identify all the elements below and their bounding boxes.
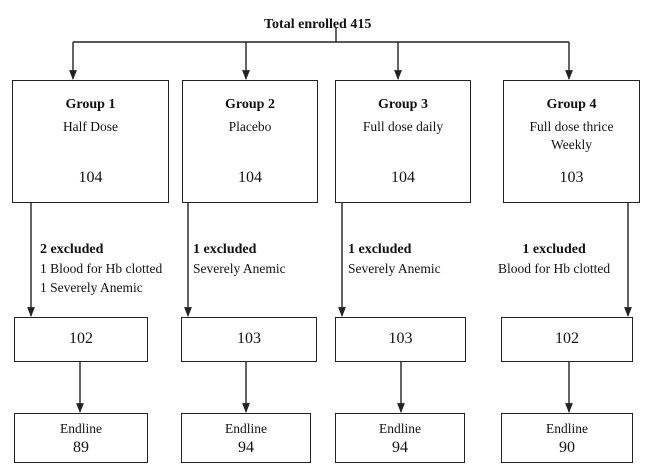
group-2-endline-value: 94 <box>238 439 254 456</box>
group-1-after-exclusion-count: 102 <box>69 330 93 347</box>
group-1-after-exclusion-box: 102 <box>14 317 148 362</box>
total-enrolled-title: Total enrolled 415 <box>264 17 372 32</box>
group-2-endline-label: Endline <box>225 421 267 436</box>
group-4-count: 103 <box>559 169 584 186</box>
group-1-exclusion-note: 2 excluded 1 Blood for Hb clotted 1 Seve… <box>40 240 162 297</box>
group-1-description-line: Half Dose <box>62 119 119 134</box>
group-4-endline-value: 90 <box>559 439 575 456</box>
group-2-after-exclusion-box: 103 <box>181 317 317 362</box>
group-4-after-exclusion-count: 102 <box>555 330 579 347</box>
group-3-after-exclusion-count: 103 <box>388 330 413 347</box>
group-1-name: Group 1 <box>65 97 116 112</box>
group-1-endline-label: Endline <box>60 421 102 436</box>
group-1-endline-box: Endline 89 <box>14 413 148 463</box>
group-1-box: Group 1 Half Dose 104 <box>12 80 169 203</box>
group-3-exclusion-reason-1: Severely Anemic <box>348 261 441 276</box>
group-4-description-line-2: Weekly <box>551 137 592 152</box>
group-2-exclusion-heading: 1 excluded <box>193 242 257 257</box>
group-1-description: Half Dose <box>13 118 168 136</box>
group-3-endline-value: 94 <box>392 439 408 456</box>
group-1-exclusion-reason-2: 1 Severely Anemic <box>40 280 143 295</box>
group-4-after-exclusion-box: 102 <box>501 317 633 362</box>
group-4-box: Group 4 Full dose thrice Weekly 103 <box>503 80 640 203</box>
group-3-description: Full dose daily <box>336 118 470 136</box>
group-2-box: Group 2 Placebo 104 <box>182 80 318 203</box>
group-3-description-line: Full dose daily <box>362 119 444 134</box>
group-3-name: Group 3 <box>378 97 428 112</box>
group-4-endline-box: Endline 90 <box>501 413 633 463</box>
group-3-box: Group 3 Full dose daily 104 <box>335 80 471 203</box>
group-2-count: 104 <box>238 169 262 186</box>
group-2-description-line: Placebo <box>228 119 272 134</box>
group-3-count: 104 <box>391 169 415 186</box>
group-4-exclusion-reason-1: Blood for Hb clotted <box>498 261 611 276</box>
group-4-exclusion-note: 1 excluded Blood for Hb clotted <box>498 240 610 278</box>
group-4-exclusion-heading: 1 excluded <box>522 242 586 257</box>
group-4-description-line-1: Full dose thrice <box>529 119 614 134</box>
group-1-exclusion-heading: 2 excluded <box>40 242 104 257</box>
group-4-endline-label: Endline <box>546 421 588 436</box>
group-2-description: Placebo <box>183 118 317 136</box>
group-2-exclusion-note: 1 excluded Severely Anemic <box>193 240 286 278</box>
group-4-name: Group 4 <box>546 97 597 112</box>
group-3-exclusion-heading: 1 excluded <box>348 242 412 257</box>
group-3-endline-box: Endline 94 <box>335 413 465 463</box>
group-1-count: 104 <box>78 169 103 186</box>
group-1-exclusion-reason-1: 1 Blood for Hb clotted <box>40 261 163 276</box>
group-3-after-exclusion-box: 103 <box>335 317 466 362</box>
group-2-after-exclusion-count: 103 <box>237 330 261 347</box>
group-1-endline-value: 89 <box>73 439 89 456</box>
group-3-endline-label: Endline <box>379 421 421 436</box>
group-4-description: Full dose thrice Weekly <box>504 118 639 154</box>
group-2-endline-box: Endline 94 <box>181 413 311 463</box>
group-2-exclusion-reason-1: Severely Anemic <box>193 261 286 276</box>
group-3-exclusion-note: 1 excluded Severely Anemic <box>348 240 441 278</box>
group-2-name: Group 2 <box>225 97 275 112</box>
